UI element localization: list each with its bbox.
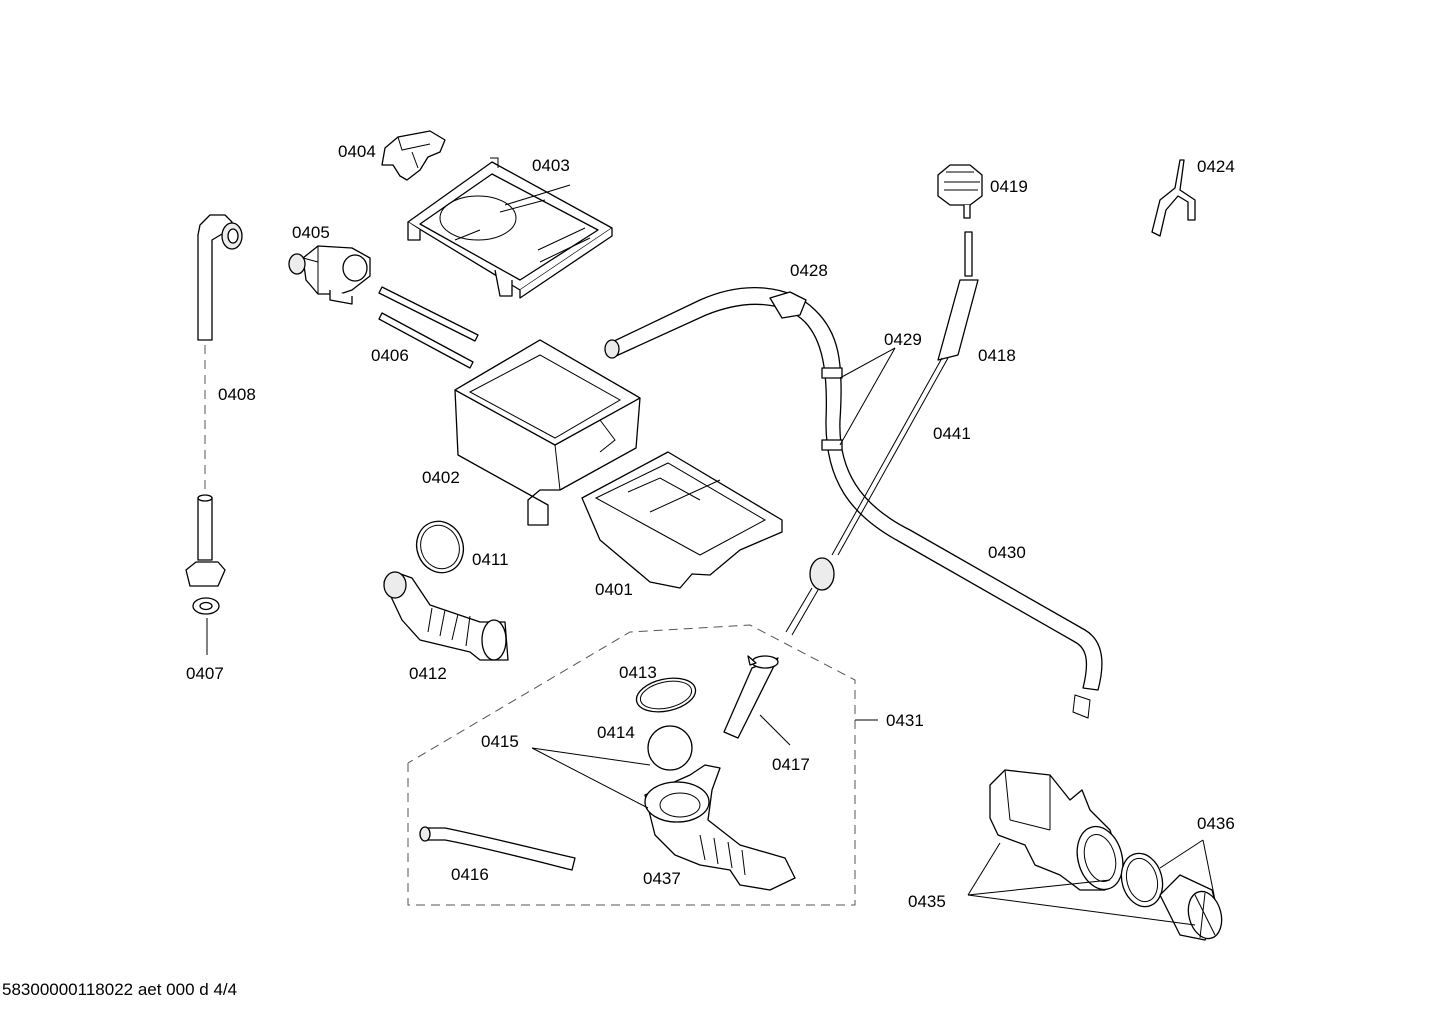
part-0411-gasket	[415, 520, 465, 574]
part-0436-gasket	[1120, 852, 1164, 908]
label-0430: 0430	[988, 543, 1026, 562]
part-0435-pump	[989, 769, 1124, 891]
label-0413: 0413	[619, 663, 657, 682]
label-0424: 0424	[1197, 157, 1235, 176]
group-boundary-0431	[407, 624, 856, 906]
part-0408-hose-upper	[197, 214, 243, 341]
part-0407-washer	[192, 597, 220, 615]
part-0405-valve	[288, 245, 371, 305]
part-0402-housing	[454, 339, 641, 526]
part-0437-sump	[644, 764, 796, 891]
part-0404-clip	[381, 130, 446, 181]
label-0405: 0405	[292, 223, 330, 242]
label-0431: 0431	[886, 711, 924, 730]
label-0404: 0404	[338, 142, 376, 161]
part-0419-switch	[937, 164, 983, 219]
label-0435: 0435	[908, 892, 946, 911]
part-0430-hose	[604, 287, 1103, 719]
label-0402: 0402	[422, 468, 460, 487]
part-0424-clip	[1151, 159, 1196, 237]
part-0417-heater	[723, 655, 779, 739]
label-0411: 0411	[472, 550, 509, 569]
part-0416-hose	[419, 826, 576, 871]
part-0436-filter	[1159, 874, 1223, 941]
label-0408: 0408	[218, 385, 256, 404]
part-0408-hose-lower	[185, 494, 226, 587]
label-0403: 0403	[532, 156, 570, 175]
label-0415: 0415	[481, 732, 519, 751]
leader-lines	[531, 347, 1216, 926]
label-0419: 0419	[990, 177, 1028, 196]
part-0413-ring	[635, 677, 697, 713]
label-0429: 0429	[884, 330, 922, 349]
drawing-reference-footer: 58300000118022 aet 000 d 4/4	[2, 980, 238, 999]
label-0418: 0418	[978, 346, 1016, 365]
label-0436: 0436	[1197, 814, 1235, 833]
part-0414-ball	[647, 725, 693, 771]
part-0406-rods	[378, 286, 479, 369]
label-0414: 0414	[597, 723, 635, 742]
label-0406: 0406	[371, 346, 409, 365]
part-0403-frame	[407, 157, 613, 299]
label-0417: 0417	[772, 755, 810, 774]
label-0416: 0416	[451, 865, 489, 884]
label-0412: 0412	[409, 664, 447, 683]
label-0407: 0407	[186, 664, 224, 683]
part-0441-tube	[785, 231, 979, 636]
label-0441: 0441	[933, 424, 971, 443]
label-0428: 0428	[790, 261, 828, 280]
part-0401-drawer	[581, 451, 783, 589]
label-0437: 0437	[643, 869, 681, 888]
label-0401: 0401	[595, 580, 633, 599]
part-0412-bellows	[383, 571, 509, 661]
